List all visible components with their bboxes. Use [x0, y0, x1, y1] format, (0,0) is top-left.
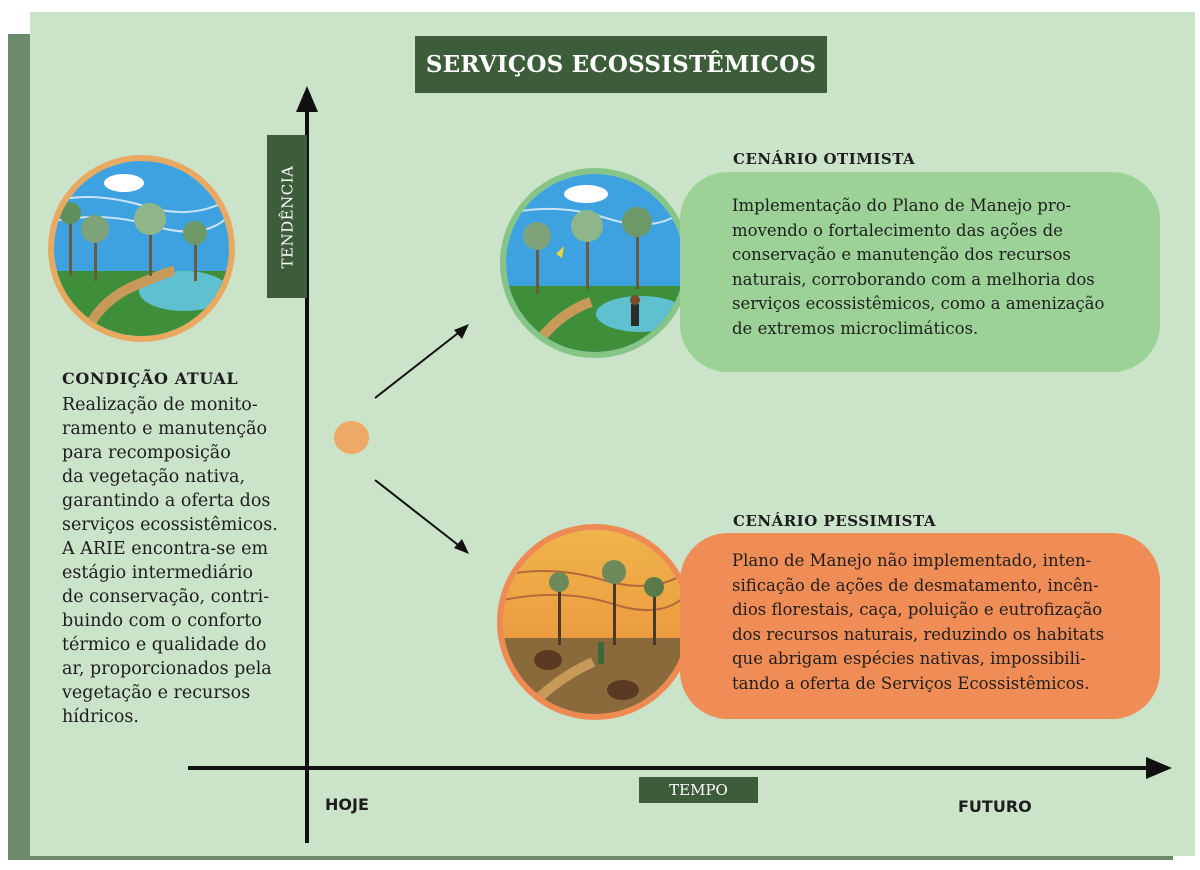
y-axis-label: TENDÊNCIA: [267, 135, 307, 298]
pessimistic-landscape-illustration: [497, 524, 693, 720]
y-axis-arrowhead: [296, 86, 318, 112]
page-title: SERVIÇOS ECOSSISTÊMICOS: [415, 36, 827, 93]
start-label: HOJE: [325, 795, 369, 814]
arrow-to-pessimistic: [374, 479, 463, 549]
current-landscape-illustration: [48, 155, 235, 342]
current-condition-heading: CONDIÇÃO ATUAL: [62, 369, 239, 388]
x-axis-label: TEMPO: [639, 777, 758, 803]
x-axis-arrowhead: [1146, 757, 1172, 779]
arrow-to-optimistic-head: [454, 324, 469, 339]
optimistic-text: Implementação do Plano de Manejo pro- mo…: [732, 196, 1105, 338]
optimistic-heading: CENÁRIO OTIMISTA: [733, 150, 916, 168]
y-axis-label-text: TENDÊNCIA: [278, 165, 297, 268]
current-state-dot: [334, 421, 369, 454]
pessimistic-box: Plano de Manejo não implementado, inten-…: [680, 533, 1160, 719]
optimistic-landscape-illustration: [500, 168, 690, 358]
arrow-to-optimistic: [374, 329, 463, 399]
end-label: FUTURO: [958, 797, 1032, 816]
pessimistic-heading: CENÁRIO PESSIMISTA: [733, 512, 936, 530]
arrow-to-pessimistic-head: [454, 539, 469, 554]
current-condition-text: Realização de monito- ramento e manutenç…: [62, 395, 278, 727]
optimistic-box: Implementação do Plano de Manejo pro- mo…: [680, 172, 1160, 372]
pessimistic-text: Plano de Manejo não implementado, inten-…: [732, 551, 1105, 693]
